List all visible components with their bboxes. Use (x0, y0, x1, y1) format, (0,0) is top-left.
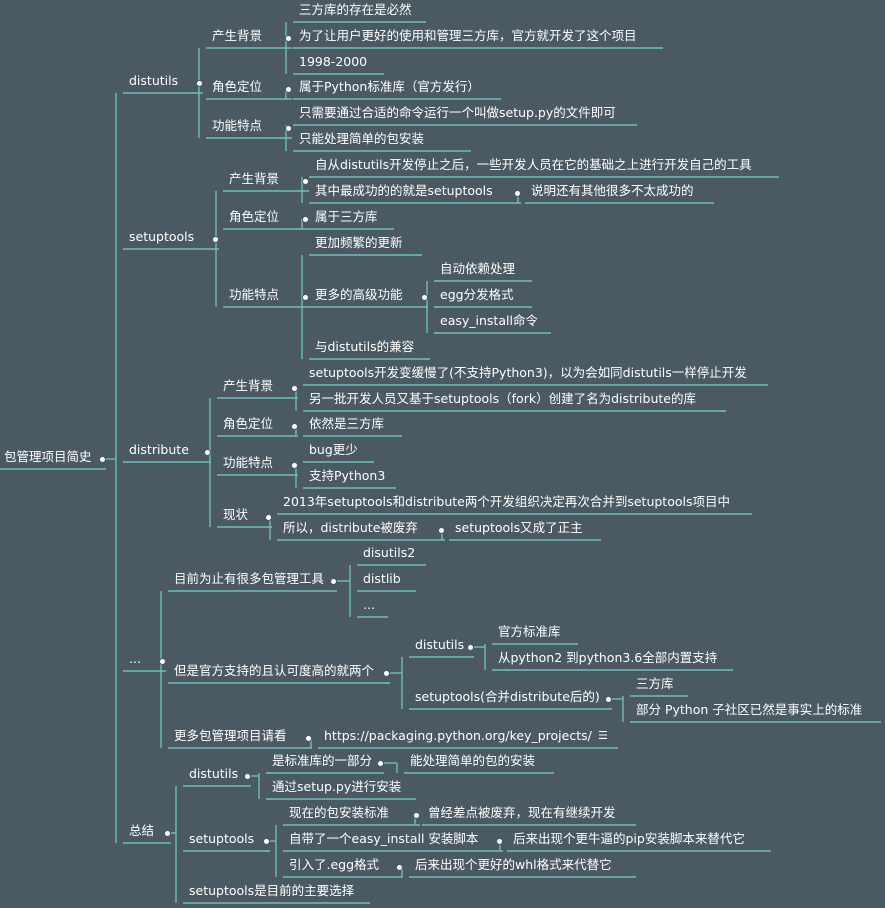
expand-dot[interactable] (265, 514, 272, 521)
expand-dot[interactable] (159, 658, 166, 665)
topic-node-d3.5-node[interactable]: 三方库的存在是必然 (299, 2, 412, 17)
topic-node-d3.5-node[interactable]: 更多的高级功能 (315, 287, 403, 302)
topic-node-d2.5-node[interactable]: 角色定位 (212, 79, 263, 94)
topic-node-d2.5-node[interactable]: 功能特点 (223, 455, 274, 470)
topic-node-d1.5-setuptools[interactable]: setuptools (129, 229, 195, 244)
topic-node-d1.5-distribute[interactable]: distribute (129, 442, 189, 457)
expand-dot[interactable] (383, 670, 390, 677)
topic-node-d2.5-node[interactable]: 产生背景 (212, 28, 263, 43)
expand-dot[interactable] (302, 294, 309, 301)
topic-node-d2.5-distutils[interactable]: distutils (189, 766, 239, 781)
topic-node-d2.5-node[interactable]: 角色定位 (229, 209, 280, 224)
topic-node-d4.5-node[interactable]: 自动依赖处理 (440, 261, 516, 276)
topic-node-d4.5-python[interactable]: 部分 Python 子社区已然是事实上的标准 (636, 702, 863, 717)
expand-dot[interactable] (302, 216, 309, 223)
topic-node-d2.5-node[interactable]: 产生背景 (223, 378, 274, 393)
expand-dot[interactable] (421, 294, 428, 301)
topic-node-d3.5-node[interactable]: 只能处理简单的包安装 (299, 131, 425, 146)
topic-node-d4.5-node[interactable]: 说明还有其他很多不太成功的 (531, 183, 694, 198)
topic-node-d3.5-distutils[interactable]: distutils (415, 637, 465, 652)
topic-node-d3.5-setuptools[interactable]: 其中最成功的的就是setuptools (315, 183, 493, 198)
topic-node-d4.5-node[interactable]: 能处理简单的包的安装 (410, 753, 536, 768)
topic-node-d4.5-python2-python3-6[interactable]: 从python2 到python3.6全部内置支持 (498, 650, 718, 665)
topic-node-d3.5-node[interactable]: 属于三方库 (315, 209, 378, 224)
topic-node-d3.5-setuptools-fork-distribute[interactable]: 另一批开发人员又基于setuptools（fork）创建了名为distribut… (309, 391, 696, 406)
topic-node-d3.5-easy-install[interactable]: 自带了一个easy_install 安装脚本 (289, 831, 479, 846)
expand-dot[interactable] (196, 80, 203, 87)
expand-dot[interactable] (285, 125, 292, 132)
topic-node-d3.5-https-packaging-python-org-key-projects[interactable]: https://packaging.python.org/key_project… (324, 728, 592, 743)
expand-dot[interactable] (244, 773, 251, 780)
topic-node-d3.5-distutils[interactable]: 与distutils的兼容 (315, 339, 415, 354)
topic-node-d4.5-setuptools[interactable]: setuptools又成了正主 (455, 520, 583, 535)
topic-node-d4.5-egg[interactable]: egg分发格式 (440, 287, 514, 302)
topic-node-d2.5-node[interactable]: 但是官方支持的且认可度高的就两个 (174, 663, 375, 678)
topic-node-d3.5-setuptools-distribute[interactable]: setuptools(合并distribute后的) (415, 689, 600, 704)
topic-node-d3.5-egg[interactable]: 引入了.egg格式 (289, 857, 380, 872)
topic-node-d2.5-node[interactable]: 角色定位 (223, 416, 274, 431)
topic-node-d4.5-node[interactable]: 曾经差点被废弃，现在有继续开发 (428, 805, 616, 820)
expand-dot[interactable] (305, 735, 312, 742)
expand-dot[interactable] (302, 178, 309, 185)
expand-dot[interactable] (467, 644, 474, 651)
topic-node-d3.5-node[interactable]: 依然是三方库 (309, 416, 385, 431)
topic-node-d3.5-python3[interactable]: 支持Python3 (309, 468, 386, 483)
topic-node-d3.5-python[interactable]: 属于Python标准库（官方发行） (299, 79, 480, 94)
central-topic[interactable]: 包管理项目简史 (4, 449, 92, 464)
expand-dot[interactable] (413, 812, 420, 819)
topic-node-d2.5-node[interactable]: 产生背景 (229, 171, 280, 186)
topic-node-d4.5-whl[interactable]: 后来出现个更好的whl格式来代替它 (415, 857, 612, 872)
expand-dot[interactable] (291, 462, 298, 469)
topic-node-d2.5-setuptools[interactable]: setuptools是目前的主要选择 (189, 883, 355, 898)
expand-dot[interactable] (285, 35, 292, 42)
topic-node-d3.5-distlib[interactable]: distlib (363, 571, 401, 586)
topic-node-d3.5-node[interactable]: 更加频繁的更新 (315, 235, 403, 250)
expand-dot[interactable] (330, 578, 337, 585)
expand-dot[interactable] (263, 838, 270, 845)
topic-node-d4.5-pip[interactable]: 后来出现个更牛逼的pip安装脚本来替代它 (513, 831, 745, 846)
expand-dot[interactable] (285, 86, 292, 93)
topic-node-d2.5-node[interactable]: 功能特点 (212, 118, 263, 133)
topic-node-d1.5-distutils[interactable]: distutils (129, 73, 179, 88)
expand-dot[interactable] (212, 236, 219, 243)
topic-node-d3.5-2013-setuptools-distribute-setuptools[interactable]: 2013年setuptools和distribute两个开发组织决定再次合并到s… (283, 494, 730, 509)
topic-node-d2.5-node[interactable]: 现状 (223, 507, 249, 522)
topic-node-d3.5-setup-py[interactable]: 只需要通过合适的命令运行一个叫做setup.py的文件即可 (299, 105, 616, 120)
topic-node-d3.5-setuptools-python3-distutils[interactable]: setuptools开发变缓慢了(不支持Python3)，以为会如同distut… (309, 365, 747, 380)
topic-node-d3.5-disutils2[interactable]: disutils2 (363, 545, 416, 560)
topic-node-d3.5-node[interactable]: 是标准库的一部分 (272, 753, 373, 768)
topic-node-d3.5-setup-py[interactable]: 通过setup.py进行安装 (272, 779, 402, 794)
topic-node-d2.5-setuptools[interactable]: setuptools (189, 831, 255, 846)
topic-node-d3.5-node[interactable]: ... (363, 597, 375, 612)
expand-dot[interactable] (496, 838, 503, 845)
topic-node-d2.5-node[interactable]: 目前为止有很多包管理工具 (174, 571, 325, 586)
topic-node-d4.5-node[interactable]: 三方库 (636, 676, 674, 691)
expand-dot[interactable] (99, 456, 106, 463)
topic-node-d3.5-node[interactable]: 为了让用户更好的使用和管理三方库，官方就开发了这个项目 (299, 28, 637, 43)
expand-dot[interactable] (204, 449, 211, 456)
topic-node-d3.5-distutils[interactable]: 自从distutils开发停止之后，一些开发人员在它的基础之上进行开发自己的工具 (315, 157, 752, 172)
topic-node-d4.5-easy-install[interactable]: easy_install命令 (440, 313, 538, 328)
topic-node-d3.5-bug[interactable]: bug更少 (309, 442, 358, 457)
expand-dot[interactable] (396, 864, 403, 871)
topic-node-d4.5-node[interactable]: 官方标准库 (498, 624, 561, 639)
note-icon[interactable]: ☰ (598, 729, 608, 742)
expand-dot[interactable] (291, 423, 298, 430)
topic-node-d3.5-node[interactable]: 现在的包安装标准 (289, 805, 390, 820)
expand-dot[interactable] (377, 760, 384, 767)
topic-node-d3.5-1998-2000[interactable]: 1998-2000 (299, 54, 368, 69)
expand-dot[interactable] (164, 830, 171, 837)
topic-node-d1.5-node[interactable]: ... (129, 651, 141, 666)
expand-dot[interactable] (605, 696, 612, 703)
expand-dot[interactable] (514, 190, 521, 197)
expand-dot[interactable] (438, 527, 445, 534)
topic-node-d3.5-distribute[interactable]: 所以，distribute被废弃 (283, 520, 418, 535)
topic-node-d1.5-node[interactable]: 总结 (129, 823, 155, 838)
topic-node-d2.5-node[interactable]: 更多包管理项目请看 (174, 728, 287, 743)
expand-dot[interactable] (291, 385, 298, 392)
topic-node-d2.5-node[interactable]: 功能特点 (229, 287, 280, 302)
